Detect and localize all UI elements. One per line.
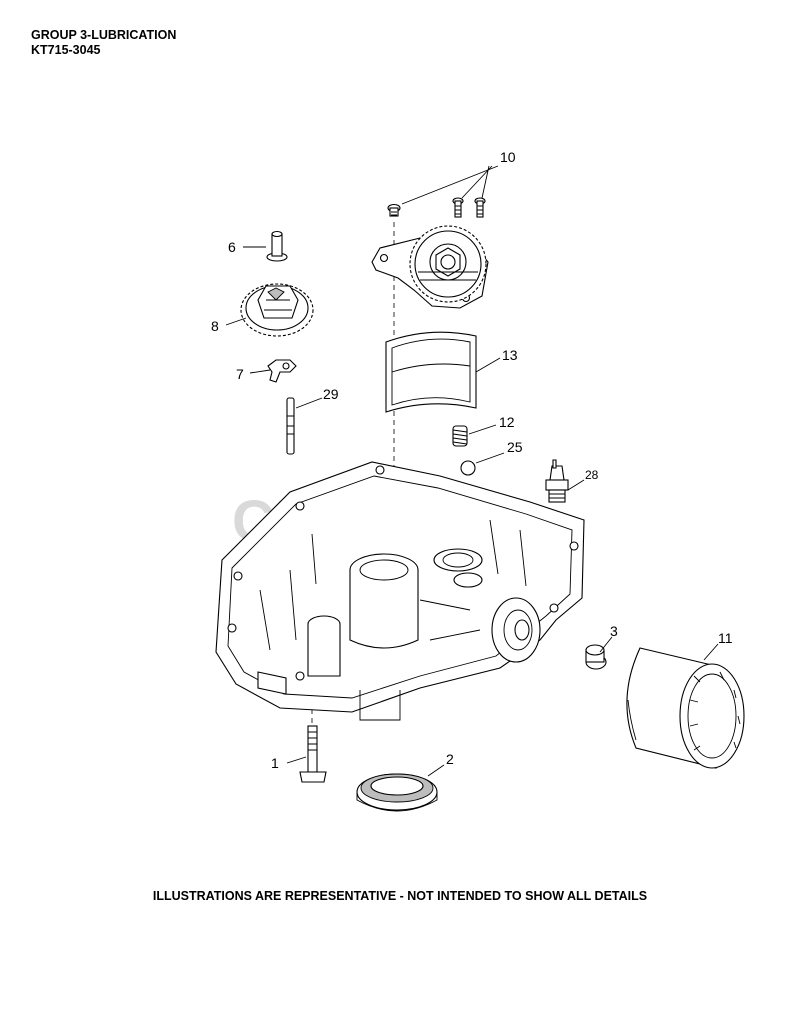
leader-3 [599,636,613,653]
leader-8 [225,317,247,326]
part-28-pressure-switch [545,459,569,503]
callout-25: 25 [507,439,523,455]
part-2-seal [356,773,438,812]
callout-13: 13 [502,347,518,363]
leader-28 [567,479,585,491]
part-7-bracket [267,359,297,383]
leader-2 [427,764,445,777]
page-title: GROUP 3-LUBRICATION [31,28,177,42]
model-number: KT715-3045 [31,43,101,57]
part-1-bolt [299,725,327,783]
leader-29 [295,397,323,409]
leader-25 [475,452,505,464]
callout-1: 1 [271,755,279,771]
callout-3: 3 [610,623,618,639]
leader-13 [475,357,501,373]
part-11-oil-filter [626,647,745,769]
callout-11: 11 [718,630,733,646]
part-13-screen [385,331,477,413]
part-25-ball [460,460,476,476]
part-29-shaft [286,397,295,455]
leader-11 [703,643,719,661]
part-8-pump-gear [240,283,314,337]
oil-pump-cover-gear [371,225,489,309]
part-10-screws [387,197,486,218]
callout-2: 2 [446,751,454,767]
callout-6: 6 [228,239,236,255]
leader-10 [401,165,499,205]
callout-28: 28 [585,468,599,482]
callout-12: 12 [499,414,515,430]
callout-29: 29 [323,386,339,402]
leader-7 [249,369,271,374]
part-6-pin [266,230,288,262]
callout-8: 8 [211,318,219,334]
callout-7: 7 [236,366,244,382]
callout-10: 10 [500,149,516,165]
disclaimer-footer: ILLUSTRATIONS ARE REPRESENTATIVE - NOT I… [152,889,648,903]
oil-pan-closure-plate [215,461,585,721]
part-3-fitting [585,644,607,670]
part-12-spring [452,425,468,447]
leader-1 [286,756,307,764]
leader-12 [468,424,497,435]
